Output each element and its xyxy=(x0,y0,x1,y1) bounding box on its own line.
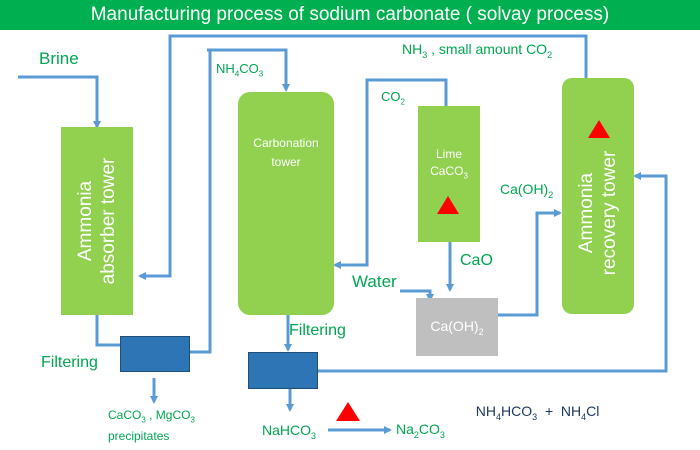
diagram-title: Manufacturing process of sodium carbonat… xyxy=(0,0,700,30)
nh4co3-feed-line xyxy=(207,48,290,92)
slaker-label: Ca(OH) xyxy=(430,318,479,334)
nh3-co2-label: NH3 , small amount CO2 xyxy=(402,41,553,60)
caoh2-label: Ca(OH)2 xyxy=(500,181,554,200)
carbonation-label-line1: Carbonation xyxy=(253,136,319,150)
water-label: Water xyxy=(352,272,397,291)
carbonation-tower: Carbonation tower xyxy=(238,92,334,315)
recovery-label-line1: Ammonia xyxy=(576,172,597,254)
caco3-label: CaCO3 xyxy=(430,164,468,181)
nh4hco3-nh4cl-label: NH4HCO3 + NH4Cl xyxy=(475,403,600,422)
slaker-vessel: Ca(OH)2 xyxy=(416,298,498,356)
absorber-to-filter-line xyxy=(95,315,120,347)
co2-label: CO2 xyxy=(381,89,405,107)
caoh2-feed-line xyxy=(498,209,562,317)
precipitates-label: CaCO3 , MgCO3 precipitates xyxy=(108,408,195,444)
carbonation-label-line2: tower xyxy=(271,155,301,169)
heat-triangle-icon xyxy=(588,120,610,138)
recovery-label-line2: recovery tower xyxy=(599,150,620,276)
nh4cl-return-line xyxy=(318,172,668,373)
filter-left xyxy=(120,336,190,372)
absorber-label-line2: absorber tower xyxy=(98,157,119,285)
nahco3-label: NaHCO3 xyxy=(262,422,317,441)
filter-to-carbonation-line xyxy=(190,50,212,354)
heat-triangle-icon xyxy=(336,402,360,421)
na2co3-label: Na2CO3 xyxy=(396,421,445,440)
lime-label: Lime xyxy=(435,147,462,161)
brine-line xyxy=(18,75,101,129)
absorber-label-line1: Ammonia xyxy=(75,180,96,262)
filtering-mid-label: Filtering xyxy=(289,322,346,339)
co2-line xyxy=(333,78,448,269)
filtering-left-label: Filtering xyxy=(41,354,98,371)
lime-kiln: Lime CaCO3 xyxy=(418,106,480,242)
nh4co3-label: NH4CO3 xyxy=(216,61,264,79)
filter-middle xyxy=(248,352,318,389)
water-line xyxy=(400,289,434,302)
nh3-return-line xyxy=(138,34,588,280)
brine-label: Brine xyxy=(39,49,79,68)
ammonia-recovery-tower: Ammonia recovery tower xyxy=(562,78,634,314)
heat-triangle-icon xyxy=(437,196,459,214)
cao-label: CaO xyxy=(460,252,493,269)
ammonia-absorber-tower: Ammonia absorber tower xyxy=(61,127,133,315)
